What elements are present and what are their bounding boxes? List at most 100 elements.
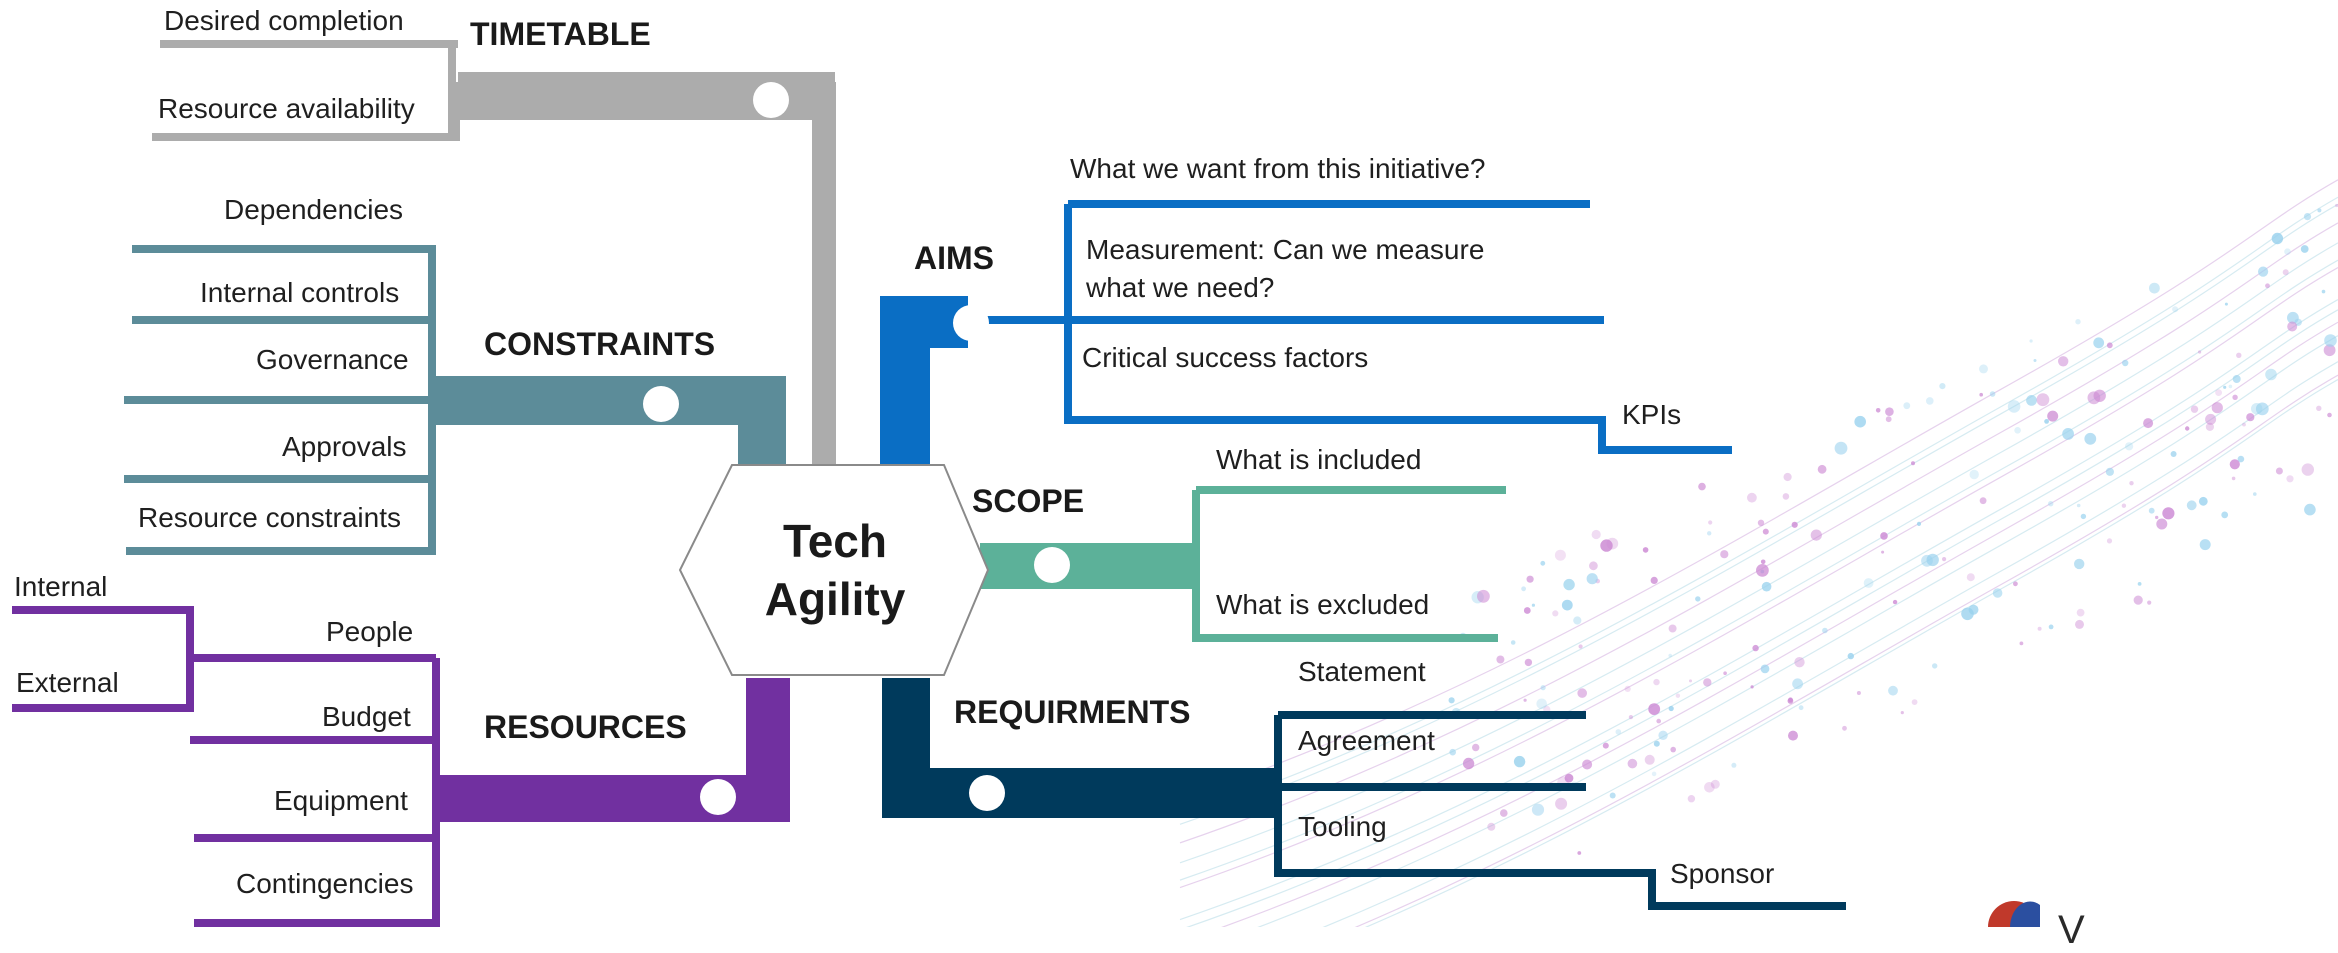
constraints-title: CONSTRAINTS xyxy=(484,326,716,362)
decorative-dot xyxy=(1624,685,1631,693)
decorative-dot xyxy=(1847,652,1855,660)
decorative-dot xyxy=(2232,394,2238,400)
decorative-dot xyxy=(1942,557,1947,562)
decorative-dot xyxy=(1834,441,1848,455)
logo-text: V xyxy=(2058,908,2085,952)
decorative-dot xyxy=(2275,467,2283,475)
timetable-connector xyxy=(152,40,836,465)
decorative-dot xyxy=(1540,685,1546,691)
aims-item-measurement-line1: Measurement: Can we measure xyxy=(1086,234,1485,265)
decorative-dot xyxy=(2327,412,2332,418)
decorative-dot xyxy=(1582,759,1593,770)
decorative-dot xyxy=(1564,773,1574,783)
decorative-dot xyxy=(1757,519,1765,526)
decorative-dot xyxy=(2211,402,2223,414)
decorative-dot xyxy=(1591,529,1601,540)
center-hexagon xyxy=(678,464,990,676)
decorative-dot xyxy=(1536,698,1547,710)
decorative-wave xyxy=(1179,222,2338,844)
decorative-dot xyxy=(1979,497,1987,505)
center-title-line2: Agility xyxy=(764,573,906,625)
decorative-dot xyxy=(2223,385,2227,389)
decorative-dot xyxy=(1989,391,1996,397)
decorative-dot xyxy=(1783,472,1792,482)
decorative-dot xyxy=(2287,321,2298,332)
decorative-dot xyxy=(1658,730,1668,740)
decorative-dot xyxy=(1540,560,1546,566)
decorative-dot xyxy=(1761,581,1772,592)
decorative-dot xyxy=(2265,368,2277,381)
center-title-line1: Tech xyxy=(783,515,887,567)
decorative-dot xyxy=(1487,822,1496,831)
decorative-dot xyxy=(1792,678,1803,690)
decorative-dot xyxy=(2143,418,2154,429)
timetable-title: TIMETABLE xyxy=(470,16,651,52)
decorative-dot xyxy=(1903,402,1911,410)
decorative-dot xyxy=(1651,771,1657,777)
decorative-dot xyxy=(1822,627,1828,634)
decorative-dot xyxy=(1704,782,1715,793)
decorative-dot xyxy=(1477,589,1490,603)
aims-title: AIMS xyxy=(914,240,994,276)
decorative-dot xyxy=(2282,269,2289,276)
decorative-wave xyxy=(1354,374,2338,927)
decorative-dot xyxy=(1555,797,1568,810)
decorative-dot xyxy=(1578,644,1583,649)
constraints-item-approvals: Approvals xyxy=(282,431,407,462)
resources-people-internal: Internal xyxy=(14,571,108,602)
decorative-dot xyxy=(1787,698,1794,704)
decorative-dot xyxy=(1602,742,1609,749)
requirements-item-statement: Statement xyxy=(1298,656,1426,687)
decorative-dot xyxy=(1510,640,1516,645)
decorative-wave xyxy=(1179,196,2338,818)
decorative-dot xyxy=(2137,582,2142,586)
decorative-dot xyxy=(1687,795,1696,803)
decorative-dot xyxy=(1968,604,1979,615)
decorative-dot xyxy=(1627,758,1638,769)
constraints-node-dot xyxy=(643,386,679,422)
decorative-dot xyxy=(1698,482,1706,491)
decorative-dot xyxy=(2198,496,2208,506)
decorative-dot xyxy=(1939,383,1946,390)
decorative-dot xyxy=(1513,755,1526,768)
decorative-dot xyxy=(1577,688,1587,698)
decorative-dot xyxy=(2121,503,2127,508)
decorative-dot xyxy=(1842,725,1847,731)
decorative-dot xyxy=(2323,344,2336,357)
decorative-dot xyxy=(1668,705,1674,712)
decorative-dot xyxy=(1523,698,1527,702)
decorative-dot xyxy=(2246,413,2255,422)
decorative-dot xyxy=(2149,282,2160,294)
decorative-dot xyxy=(1926,397,1934,405)
resources-item-contingencies: Contingencies xyxy=(236,868,414,899)
decorative-dot xyxy=(1675,693,1681,698)
decorative-dot xyxy=(2300,245,2309,253)
decorative-dot xyxy=(2062,428,2075,440)
decorative-dot xyxy=(2074,558,2085,570)
decorative-dot xyxy=(1885,407,1894,417)
decorative-dot xyxy=(1449,748,1456,756)
scope-connector xyxy=(980,486,1506,642)
decorative-dot xyxy=(2229,459,2240,470)
decorative-dot xyxy=(2335,203,2338,208)
decorative-dot xyxy=(1854,415,1866,428)
decorative-dot xyxy=(1648,703,1661,715)
decorative-dot xyxy=(1731,762,1737,768)
requirements-item-agreement: Agreement xyxy=(1298,725,1435,756)
decorative-dot xyxy=(2122,359,2129,367)
decorative-dot xyxy=(2125,442,2134,451)
decorative-dot xyxy=(2231,476,2236,481)
decorative-dot xyxy=(2221,511,2229,519)
decorative-dot xyxy=(2133,595,2143,605)
decorative-dot xyxy=(2236,352,2242,358)
decorative-dot xyxy=(1644,754,1655,765)
decorative-dot xyxy=(1668,624,1677,633)
decorative-dot xyxy=(1723,671,1727,675)
decorative-wave xyxy=(1221,321,2338,927)
decorative-dot xyxy=(1554,549,1566,561)
constraints-connector xyxy=(124,245,786,555)
scope-node-dot xyxy=(1034,547,1070,583)
decorative-dot xyxy=(1911,699,1918,705)
decorative-dot xyxy=(2036,393,2050,407)
timetable-item-resource-availability: Resource availability xyxy=(158,93,415,124)
